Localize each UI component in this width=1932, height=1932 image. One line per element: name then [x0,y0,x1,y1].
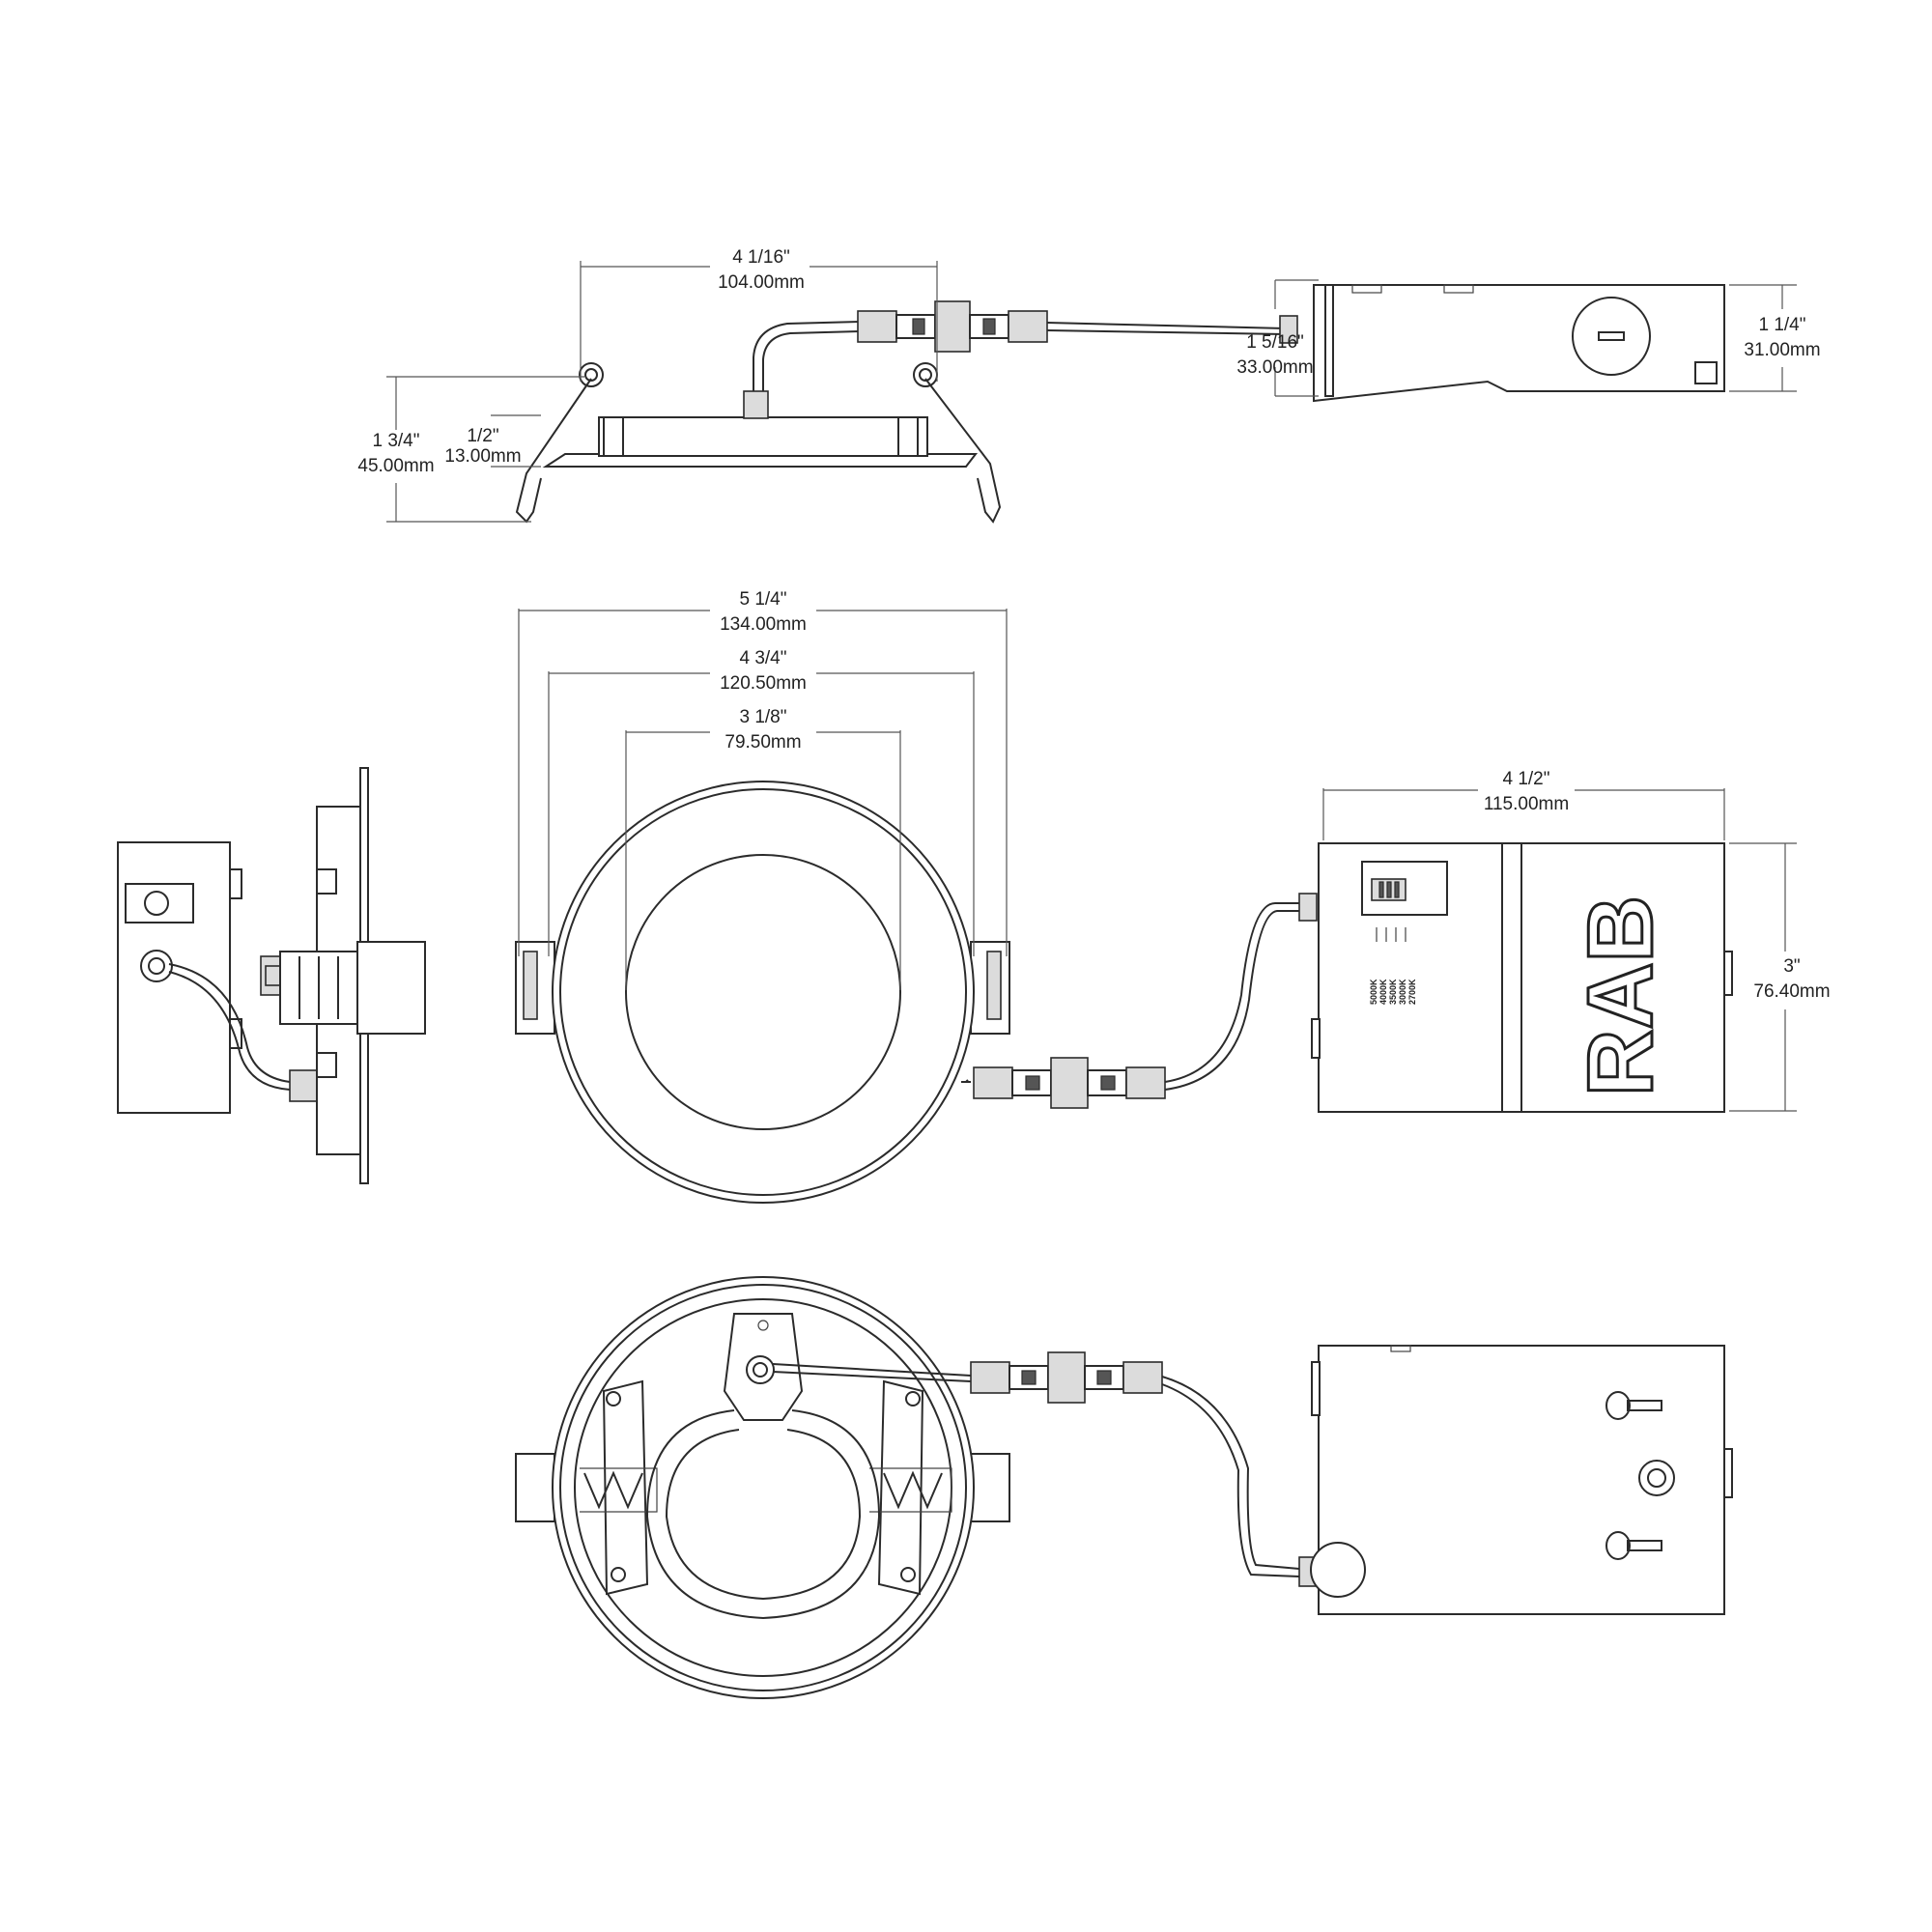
dim-box-depth-imperial: 1 5/16" [1246,332,1304,353]
dim-box-width-imperial: 3" [1783,956,1800,977]
dimension-lines [386,261,1797,1112]
front-view-connector [973,893,1318,1109]
cct-switch-labels: 5000K 4000K 3500K 3000K 2700K [1369,979,1417,1005]
side-view-junction-box [1279,284,1725,403]
dim-flange-metric: 13.00mm [444,446,521,467]
side-view-fixture [515,300,1286,524]
dim-cutout-diameter-imperial: 4 3/4" [739,648,786,668]
back-view-junction-box [1310,1345,1733,1615]
dim-top-height-imperial: 1 3/4" [372,431,419,451]
cct-label-2700k: 2700K [1407,979,1417,1005]
profile-view [117,767,426,1184]
dimension-labels: 4 1/16" 104.00mm 1 3/4" 45.00mm 1/2" 13.… [357,247,1830,1002]
dim-box-depth-metric: 33.00mm [1236,357,1313,378]
dim-cutout-diameter-metric: 120.50mm [720,673,807,694]
dim-outer-diameter-metric: 134.00mm [720,614,807,635]
back-view-fixture [515,1276,1010,1699]
dim-box-height-metric: 31.00mm [1744,340,1820,360]
back-view-connector [970,1351,1318,1587]
dim-lens-diameter-imperial: 3 1/8" [739,707,786,727]
cct-label-3000k: 3000K [1398,979,1407,1005]
dim-flange-imperial: 1/2" [467,426,498,446]
dim-box-width-metric: 76.40mm [1753,981,1830,1002]
front-view-junction-box: 5000K 4000K 3500K 3000K 2700K RAB [1311,842,1733,1113]
dim-box-height-imperial: 1 1/4" [1758,315,1805,335]
dim-outer-diameter-imperial: 5 1/4" [739,589,786,610]
dim-lens-diameter-metric: 79.50mm [724,732,801,753]
dim-box-length-imperial: 4 1/2" [1502,769,1549,789]
cct-label-5000k: 5000K [1369,979,1378,1005]
dim-box-length-metric: 115.00mm [1484,794,1569,814]
dim-top-width-imperial: 4 1/16" [732,247,790,268]
front-view-trim [515,781,1010,1204]
cct-label-3500k: 3500K [1388,979,1398,1005]
dim-top-width-metric: 104.00mm [718,272,805,293]
cct-label-4000k: 4000K [1378,979,1388,1005]
dim-top-height-metric: 45.00mm [357,456,434,476]
brand-logo: RAB [1569,895,1672,1096]
